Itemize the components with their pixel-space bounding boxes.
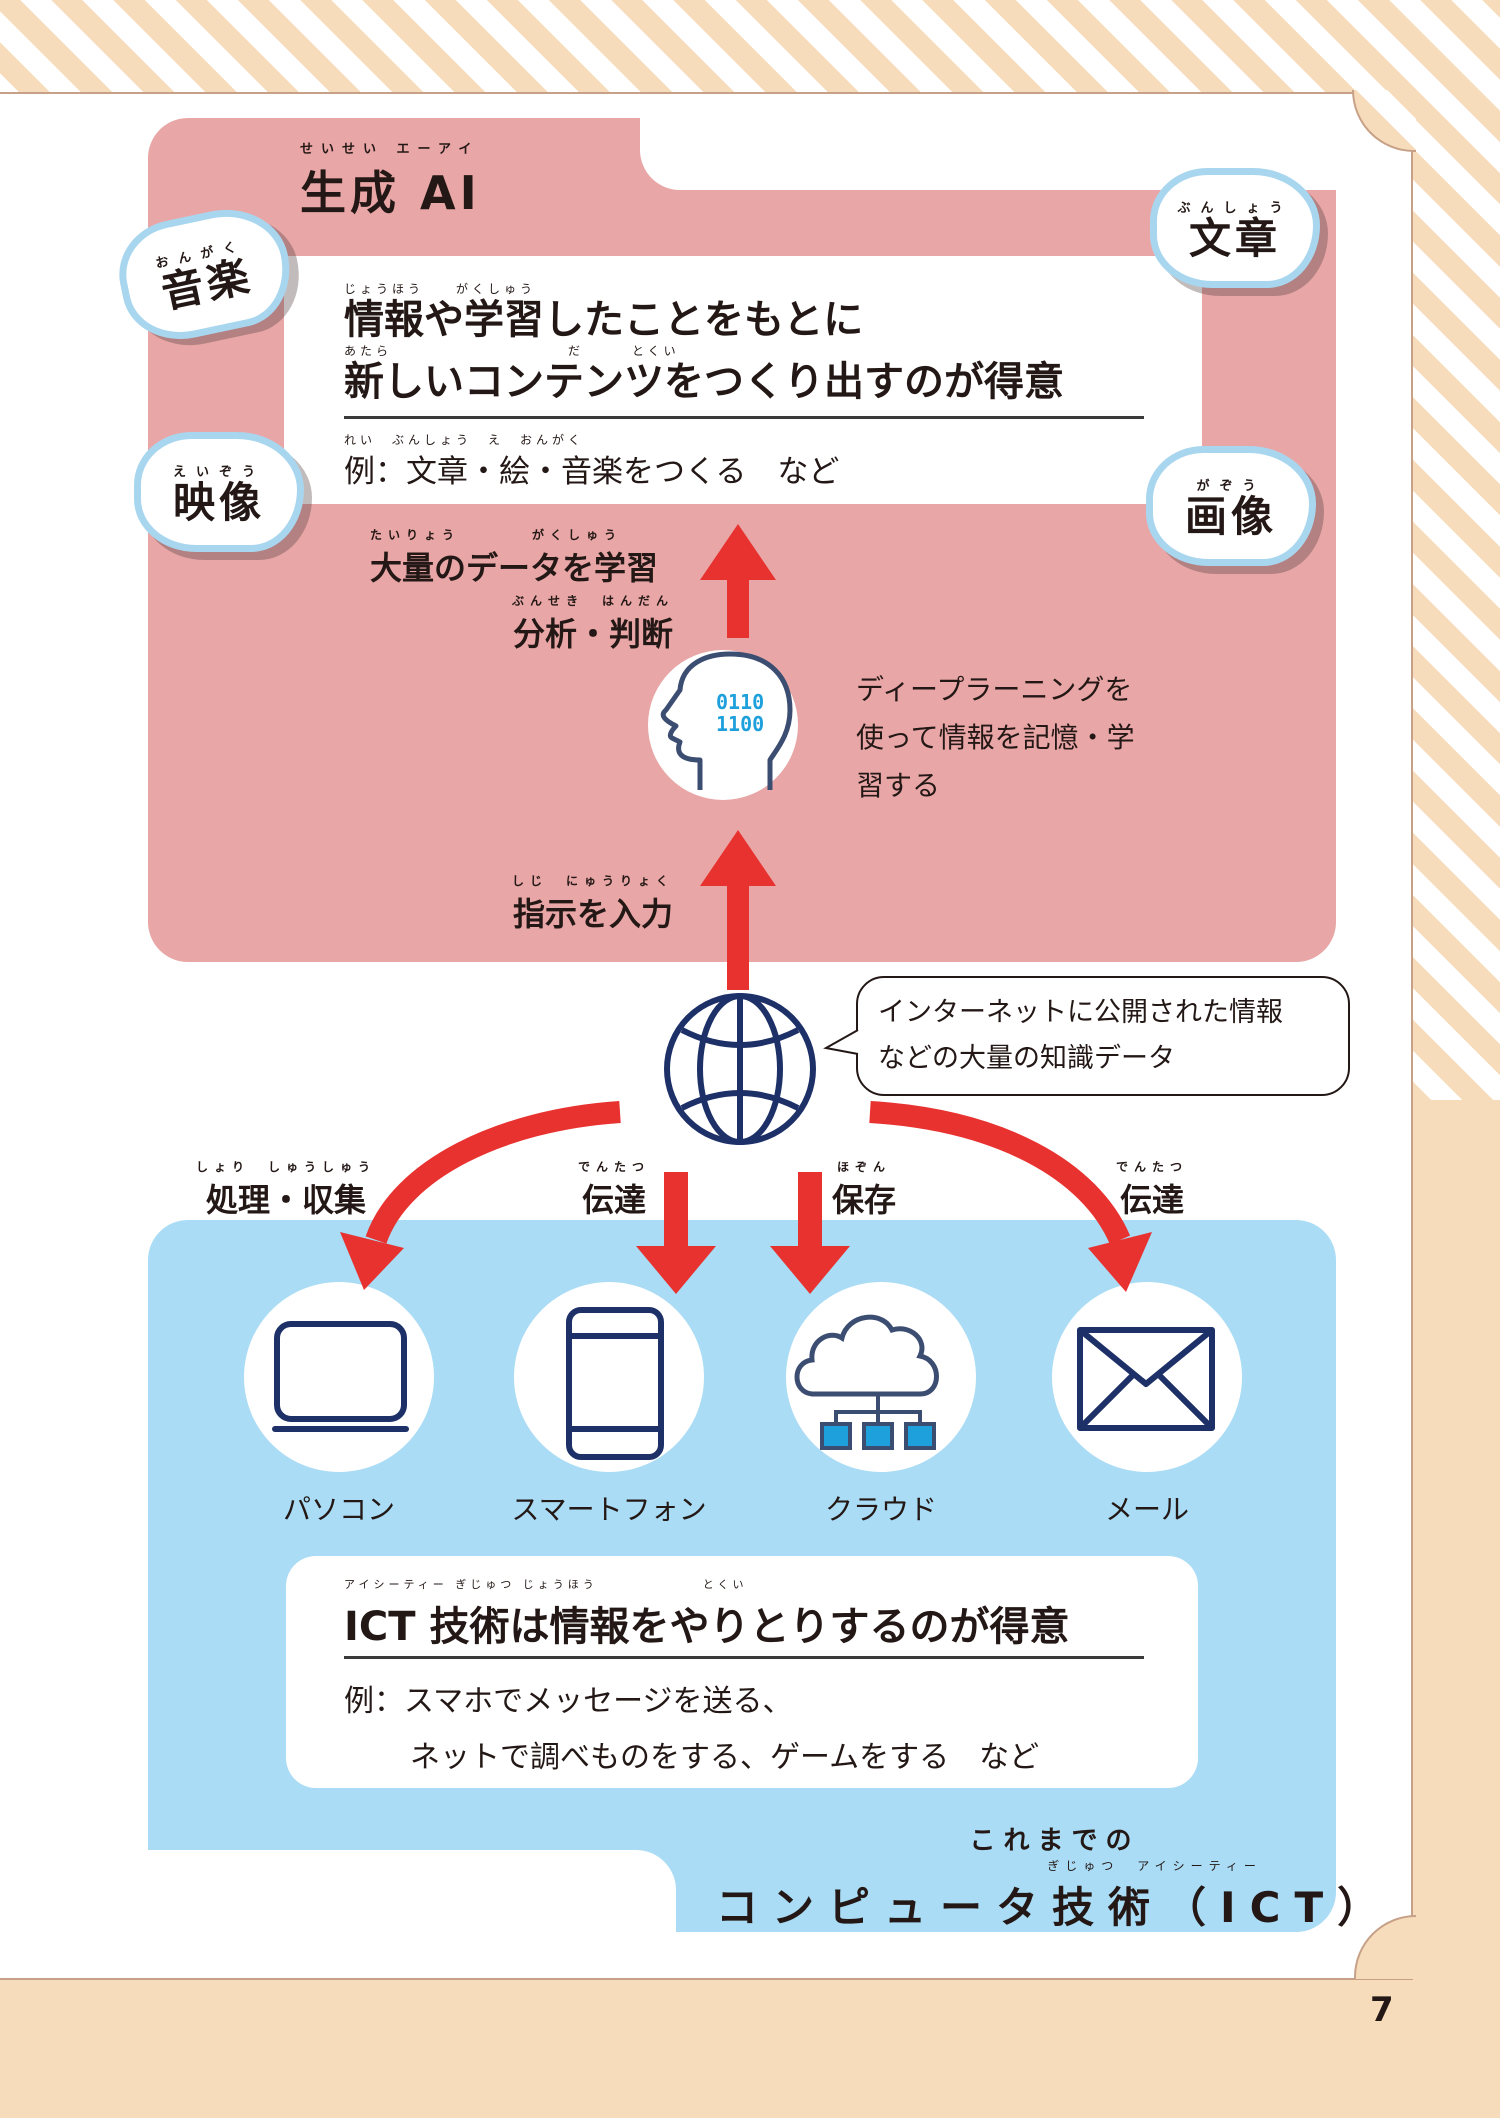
flow-text: 伝達 bbox=[582, 1181, 647, 1219]
deep-learning-description: ディープラーニングを 使って情報を記憶・学 習する bbox=[856, 666, 1135, 810]
ai-title-text: 生成 AI bbox=[300, 166, 481, 220]
mail-icon bbox=[1077, 1327, 1215, 1431]
cloud-image-ruby: がぞう bbox=[1196, 479, 1266, 494]
ict-example-line-1: 例：スマホでメッセージを送る、 bbox=[344, 1684, 793, 1719]
step-analyze-text: 分析・判断 bbox=[513, 615, 674, 653]
arrow-to-smartphone bbox=[636, 1172, 716, 1294]
ict-panel-tab-cut bbox=[148, 1850, 676, 1934]
ict-example: 例：スマホでメッセージを送る、 ネットで調べものをする、ゲームをする など bbox=[344, 1674, 1039, 1786]
device-circle-smartphone bbox=[514, 1282, 704, 1472]
flow-ruby: しょり しゅうしゅう bbox=[196, 1160, 377, 1174]
globe-icon bbox=[664, 993, 816, 1145]
ict-title-sub: これまでの bbox=[969, 1826, 1140, 1856]
step-analyze-ruby: ぶんせき はんだん bbox=[512, 594, 675, 608]
ai-headline-line-1: 情報や学習したことをもとに bbox=[344, 297, 864, 343]
smartphone-icon bbox=[566, 1307, 664, 1460]
ai-example: れい ぶんしょう え おんがく 例：文章・絵・音楽をつくる など bbox=[344, 434, 839, 491]
deep-learning-line-3: 習する bbox=[856, 769, 941, 802]
cloud-text-ruby: ぶんしょう bbox=[1177, 201, 1293, 216]
flow-ruby: でんたつ bbox=[1116, 1160, 1189, 1174]
device-label-mail: メール bbox=[1104, 1493, 1189, 1526]
ict-section-title: これまでの ぎじゅつ アイシーティー コンピュータ技術（ICT） bbox=[716, 1820, 1393, 1935]
step-input-ruby: しじ にゅうりょく bbox=[512, 874, 675, 888]
step-learn-ruby: たいりょう がくしゅう bbox=[370, 528, 623, 542]
flow-label-transmit-1: でんたつ 伝達 bbox=[578, 1158, 650, 1221]
ict-divider bbox=[344, 1656, 1144, 1659]
flow-label-store: ほぞん 保存 bbox=[832, 1158, 896, 1221]
device-label-pc: パソコン bbox=[282, 1493, 395, 1526]
ict-headline-ruby: アイシーティー ぎじゅつ じょうほう とくい bbox=[344, 1578, 748, 1591]
ai-headline-line-2: 新しいコンテンツをつくり出すのが得意 bbox=[344, 359, 1064, 405]
cloud-text-word: 文章 bbox=[1188, 214, 1281, 263]
deep-learning-line-2: 使って情報を記憶・学 bbox=[856, 721, 1135, 754]
arrow-to-mail bbox=[869, 1101, 1152, 1292]
cloud-image: がぞう 画像 bbox=[1146, 446, 1316, 566]
ict-headline: ICT 技術は情報をやりとりするのが得意 bbox=[344, 1604, 1070, 1650]
ai-headline: じょうほう がくしゅう 情報や学習したことをもとに あたら だ とくい 新しいコ… bbox=[344, 282, 1064, 406]
cloud-image-word: 画像 bbox=[1184, 492, 1277, 541]
cloud-video-ruby: えいぞう bbox=[172, 465, 265, 480]
device-label-cloud: クラウド bbox=[824, 1493, 937, 1526]
ai-example-ruby: れい ぶんしょう え おんがく bbox=[344, 433, 585, 447]
flow-text: 処理・収集 bbox=[206, 1181, 367, 1219]
flow-label-transmit-2: でんたつ 伝達 bbox=[1116, 1158, 1188, 1221]
cloud-network-icon bbox=[794, 1314, 939, 1450]
cloud-video: えいぞう 映像 bbox=[134, 432, 304, 552]
brain-binary-1: 0110 bbox=[716, 690, 764, 714]
ai-headline-ruby-1: じょうほう がくしゅう bbox=[344, 282, 537, 296]
cloud-video-word: 映像 bbox=[172, 478, 265, 527]
bubble-line-1: インターネットに公開された情報 bbox=[878, 997, 1283, 1028]
arrow-up-to-ai bbox=[700, 524, 776, 638]
ai-divider bbox=[344, 416, 1144, 419]
device-label-smartphone: スマートフォン bbox=[511, 1493, 707, 1526]
arrow-to-pc bbox=[340, 1101, 621, 1290]
flow-label-process: しょり しゅうしゅう 処理・収集 bbox=[196, 1158, 376, 1221]
ai-section-title: せいせい エーアイ 生成 AI bbox=[300, 138, 481, 223]
ict-description-box: アイシーティー ぎじゅつ じょうほう とくい ICT 技術は情報をやりとりするの… bbox=[286, 1556, 1198, 1788]
ai-title-ruby: せいせい エーアイ bbox=[300, 142, 480, 157]
cloud-text: ぶんしょう 文章 bbox=[1150, 168, 1320, 288]
brain-head-icon bbox=[660, 651, 793, 790]
page-number: 7 bbox=[1370, 1990, 1394, 2030]
step-learn-label: たいりょう がくしゅう 大量のデータを学習 bbox=[370, 526, 658, 589]
step-input-label: しじ にゅうりょく 指示を入力 bbox=[512, 872, 674, 935]
ai-example-text: 例：文章・絵・音楽をつくる など bbox=[344, 454, 840, 490]
arrow-up-to-brain bbox=[700, 830, 776, 990]
flow-text: 保存 bbox=[832, 1181, 897, 1219]
ai-headline-ruby-2: あたら だ とくい bbox=[344, 344, 680, 358]
deep-learning-line-1: ディープラーニングを bbox=[856, 673, 1133, 706]
step-learn-text: 大量のデータを学習 bbox=[370, 549, 659, 587]
ict-title-text: コンピュータ技術（ICT） bbox=[716, 1883, 1394, 1932]
ai-description-box: じょうほう がくしゅう 情報や学習したことをもとに あたら だ とくい 新しいコ… bbox=[284, 256, 1202, 504]
bubble-line-2: などの大量の知識データ bbox=[878, 1043, 1175, 1074]
step-analyze-label: ぶんせき はんだん 分析・判断 bbox=[512, 592, 674, 655]
flow-text: 伝達 bbox=[1120, 1181, 1185, 1219]
brain-binary-2: 1100 bbox=[716, 712, 764, 736]
flow-ruby: ほぞん bbox=[837, 1160, 892, 1174]
ict-title-ruby: ぎじゅつ アイシーティー bbox=[1047, 1859, 1262, 1873]
flow-ruby: でんたつ bbox=[578, 1160, 651, 1174]
ict-example-line-2: ネットで調べものをする、ゲームをする など bbox=[410, 1740, 1040, 1775]
arrow-to-cloud bbox=[770, 1172, 850, 1294]
bubble-tail bbox=[823, 1029, 859, 1055]
step-input-text: 指示を入力 bbox=[513, 895, 674, 933]
laptop-icon bbox=[272, 1321, 409, 1432]
internet-data-bubble: インターネットに公開された情報 などの大量の知識データ bbox=[856, 976, 1350, 1096]
